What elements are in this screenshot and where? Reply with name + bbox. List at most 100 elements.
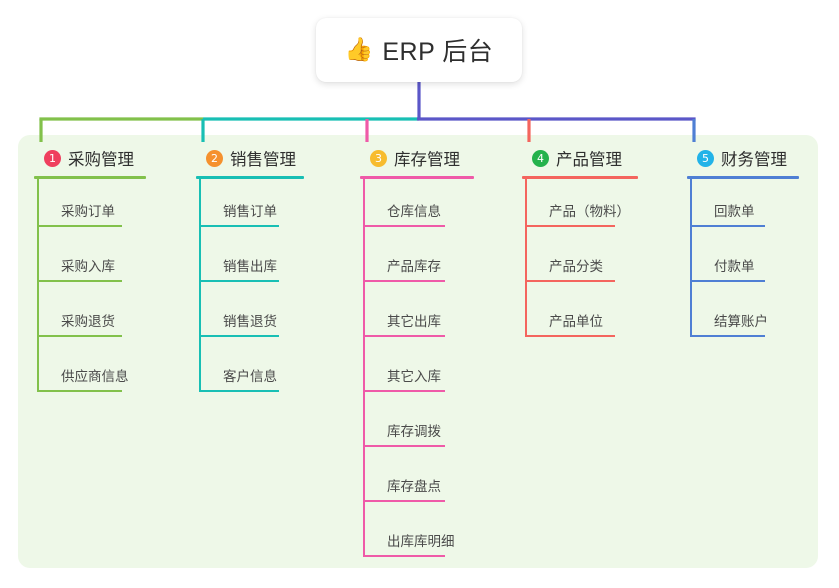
menu-item[interactable]: 付款单 xyxy=(687,234,799,289)
menu-item-label: 其它入库 xyxy=(387,369,441,384)
column-销售管理: 2 销售管理销售订单销售出库销售退货客户信息 xyxy=(196,145,308,399)
menu-item-label: 付款单 xyxy=(714,259,755,274)
column-spine-line xyxy=(37,179,39,390)
column-header-1[interactable]: 1 采购管理 xyxy=(34,145,152,171)
menu-item[interactable]: 客户信息 xyxy=(196,344,308,399)
column-财务管理: 5 财务管理回款单付款单结算账户 xyxy=(687,145,799,344)
column-badge-5: 5 xyxy=(697,149,714,167)
menu-item[interactable]: 出库库明细 xyxy=(360,509,478,564)
root-node-content: 👍 ERP 后台 xyxy=(345,32,494,68)
menu-item-rule xyxy=(199,225,279,227)
menu-item-label: 产品分类 xyxy=(549,259,603,274)
menu-item-rule xyxy=(37,335,122,337)
menu-item-rule xyxy=(199,280,279,282)
menu-item[interactable]: 采购入库 xyxy=(34,234,152,289)
menu-item[interactable]: 回款单 xyxy=(687,179,799,234)
menu-item-rule xyxy=(690,225,765,227)
menu-item[interactable]: 销售退货 xyxy=(196,289,308,344)
menu-item[interactable]: 销售出库 xyxy=(196,234,308,289)
column-header-rule xyxy=(196,176,304,179)
menu-item-label: 销售订单 xyxy=(223,204,277,219)
column-title: 财务管理 xyxy=(721,151,787,169)
column-items: 仓库信息产品库存其它出库其它入库库存调拨库存盘点出库库明细 xyxy=(360,179,478,564)
diagram-panel-background xyxy=(18,135,818,568)
column-库存管理: 3 库存管理仓库信息产品库存其它出库其它入库库存调拨库存盘点出库库明细 xyxy=(360,145,478,564)
menu-item-rule xyxy=(363,280,445,282)
menu-item[interactable]: 其它出库 xyxy=(360,289,478,344)
menu-item-rule xyxy=(37,390,122,392)
menu-item-label: 仓库信息 xyxy=(387,204,441,219)
menu-item-label: 回款单 xyxy=(714,204,755,219)
menu-item[interactable]: 采购退货 xyxy=(34,289,152,344)
menu-item-rule xyxy=(363,335,445,337)
menu-item-rule xyxy=(690,335,765,337)
column-title: 产品管理 xyxy=(556,151,622,169)
menu-item-label: 出库库明细 xyxy=(387,534,455,549)
menu-item-rule xyxy=(363,445,445,447)
column-badge-3: 3 xyxy=(370,149,387,167)
menu-item-label: 产品（物料） xyxy=(549,204,630,219)
menu-item-rule xyxy=(199,335,279,337)
column-title: 库存管理 xyxy=(394,151,460,169)
menu-item[interactable]: 其它入库 xyxy=(360,344,478,399)
column-header-4[interactable]: 4 产品管理 xyxy=(522,145,642,171)
thumbs-up-icon: 👍 xyxy=(344,36,374,63)
menu-item-rule xyxy=(525,225,615,227)
menu-item-label: 其它出库 xyxy=(387,314,441,329)
menu-item[interactable]: 产品单位 xyxy=(522,289,642,344)
menu-item-rule xyxy=(363,390,445,392)
menu-item-rule xyxy=(525,335,615,337)
menu-item-rule xyxy=(690,280,765,282)
menu-item-label: 销售出库 xyxy=(223,259,277,274)
column-title: 采购管理 xyxy=(68,151,134,169)
menu-item-label: 产品单位 xyxy=(549,314,603,329)
column-badge-4: 4 xyxy=(532,149,549,167)
column-header-rule xyxy=(34,176,146,179)
menu-item[interactable]: 结算账户 xyxy=(687,289,799,344)
menu-item-label: 客户信息 xyxy=(223,369,277,384)
column-产品管理: 4 产品管理产品（物料） 产品分类产品单位 xyxy=(522,145,642,344)
menu-item-label: 销售退货 xyxy=(223,314,277,329)
column-title: 销售管理 xyxy=(230,151,296,169)
menu-item-label: 供应商信息 xyxy=(61,369,129,384)
menu-item-rule xyxy=(363,225,445,227)
menu-item-label: 产品库存 xyxy=(387,259,441,274)
menu-item[interactable]: 库存调拨 xyxy=(360,399,478,454)
menu-item-label: 采购订单 xyxy=(61,204,115,219)
menu-item-rule xyxy=(363,555,445,557)
column-header-5[interactable]: 5 财务管理 xyxy=(687,145,799,171)
menu-item-rule xyxy=(363,500,445,502)
column-spine-line xyxy=(199,179,201,390)
menu-item[interactable]: 产品（物料） xyxy=(522,179,642,234)
column-spine-line xyxy=(525,179,527,335)
menu-item[interactable]: 库存盘点 xyxy=(360,454,478,509)
root-node-title: ERP 后台 xyxy=(382,38,494,66)
menu-item-label: 库存盘点 xyxy=(387,479,441,494)
menu-item[interactable]: 供应商信息 xyxy=(34,344,152,399)
column-items: 采购订单采购入库采购退货供应商信息 xyxy=(34,179,152,399)
menu-item-rule xyxy=(37,225,122,227)
menu-item-label: 结算账户 xyxy=(714,314,768,329)
column-items: 销售订单销售出库销售退货客户信息 xyxy=(196,179,308,399)
column-header-3[interactable]: 3 库存管理 xyxy=(360,145,478,171)
menu-item[interactable]: 销售订单 xyxy=(196,179,308,234)
menu-item-label: 采购入库 xyxy=(61,259,115,274)
column-header-2[interactable]: 2 销售管理 xyxy=(196,145,308,171)
menu-item-rule xyxy=(37,280,122,282)
menu-item[interactable]: 仓库信息 xyxy=(360,179,478,234)
column-badge-1: 1 xyxy=(44,149,61,167)
menu-item[interactable]: 产品库存 xyxy=(360,234,478,289)
column-采购管理: 1 采购管理采购订单采购入库采购退货供应商信息 xyxy=(34,145,152,399)
column-spine-line xyxy=(690,179,692,335)
menu-item[interactable]: 采购订单 xyxy=(34,179,152,234)
column-header-rule xyxy=(522,176,638,179)
menu-item-rule xyxy=(199,390,279,392)
menu-item[interactable]: 产品分类 xyxy=(522,234,642,289)
column-header-rule xyxy=(687,176,799,179)
column-items: 产品（物料） 产品分类产品单位 xyxy=(522,179,642,344)
root-node-card[interactable]: 👍 ERP 后台 xyxy=(316,18,522,82)
menu-item-rule xyxy=(525,280,615,282)
menu-item-label: 库存调拨 xyxy=(387,424,441,439)
column-badge-2: 2 xyxy=(206,149,223,167)
